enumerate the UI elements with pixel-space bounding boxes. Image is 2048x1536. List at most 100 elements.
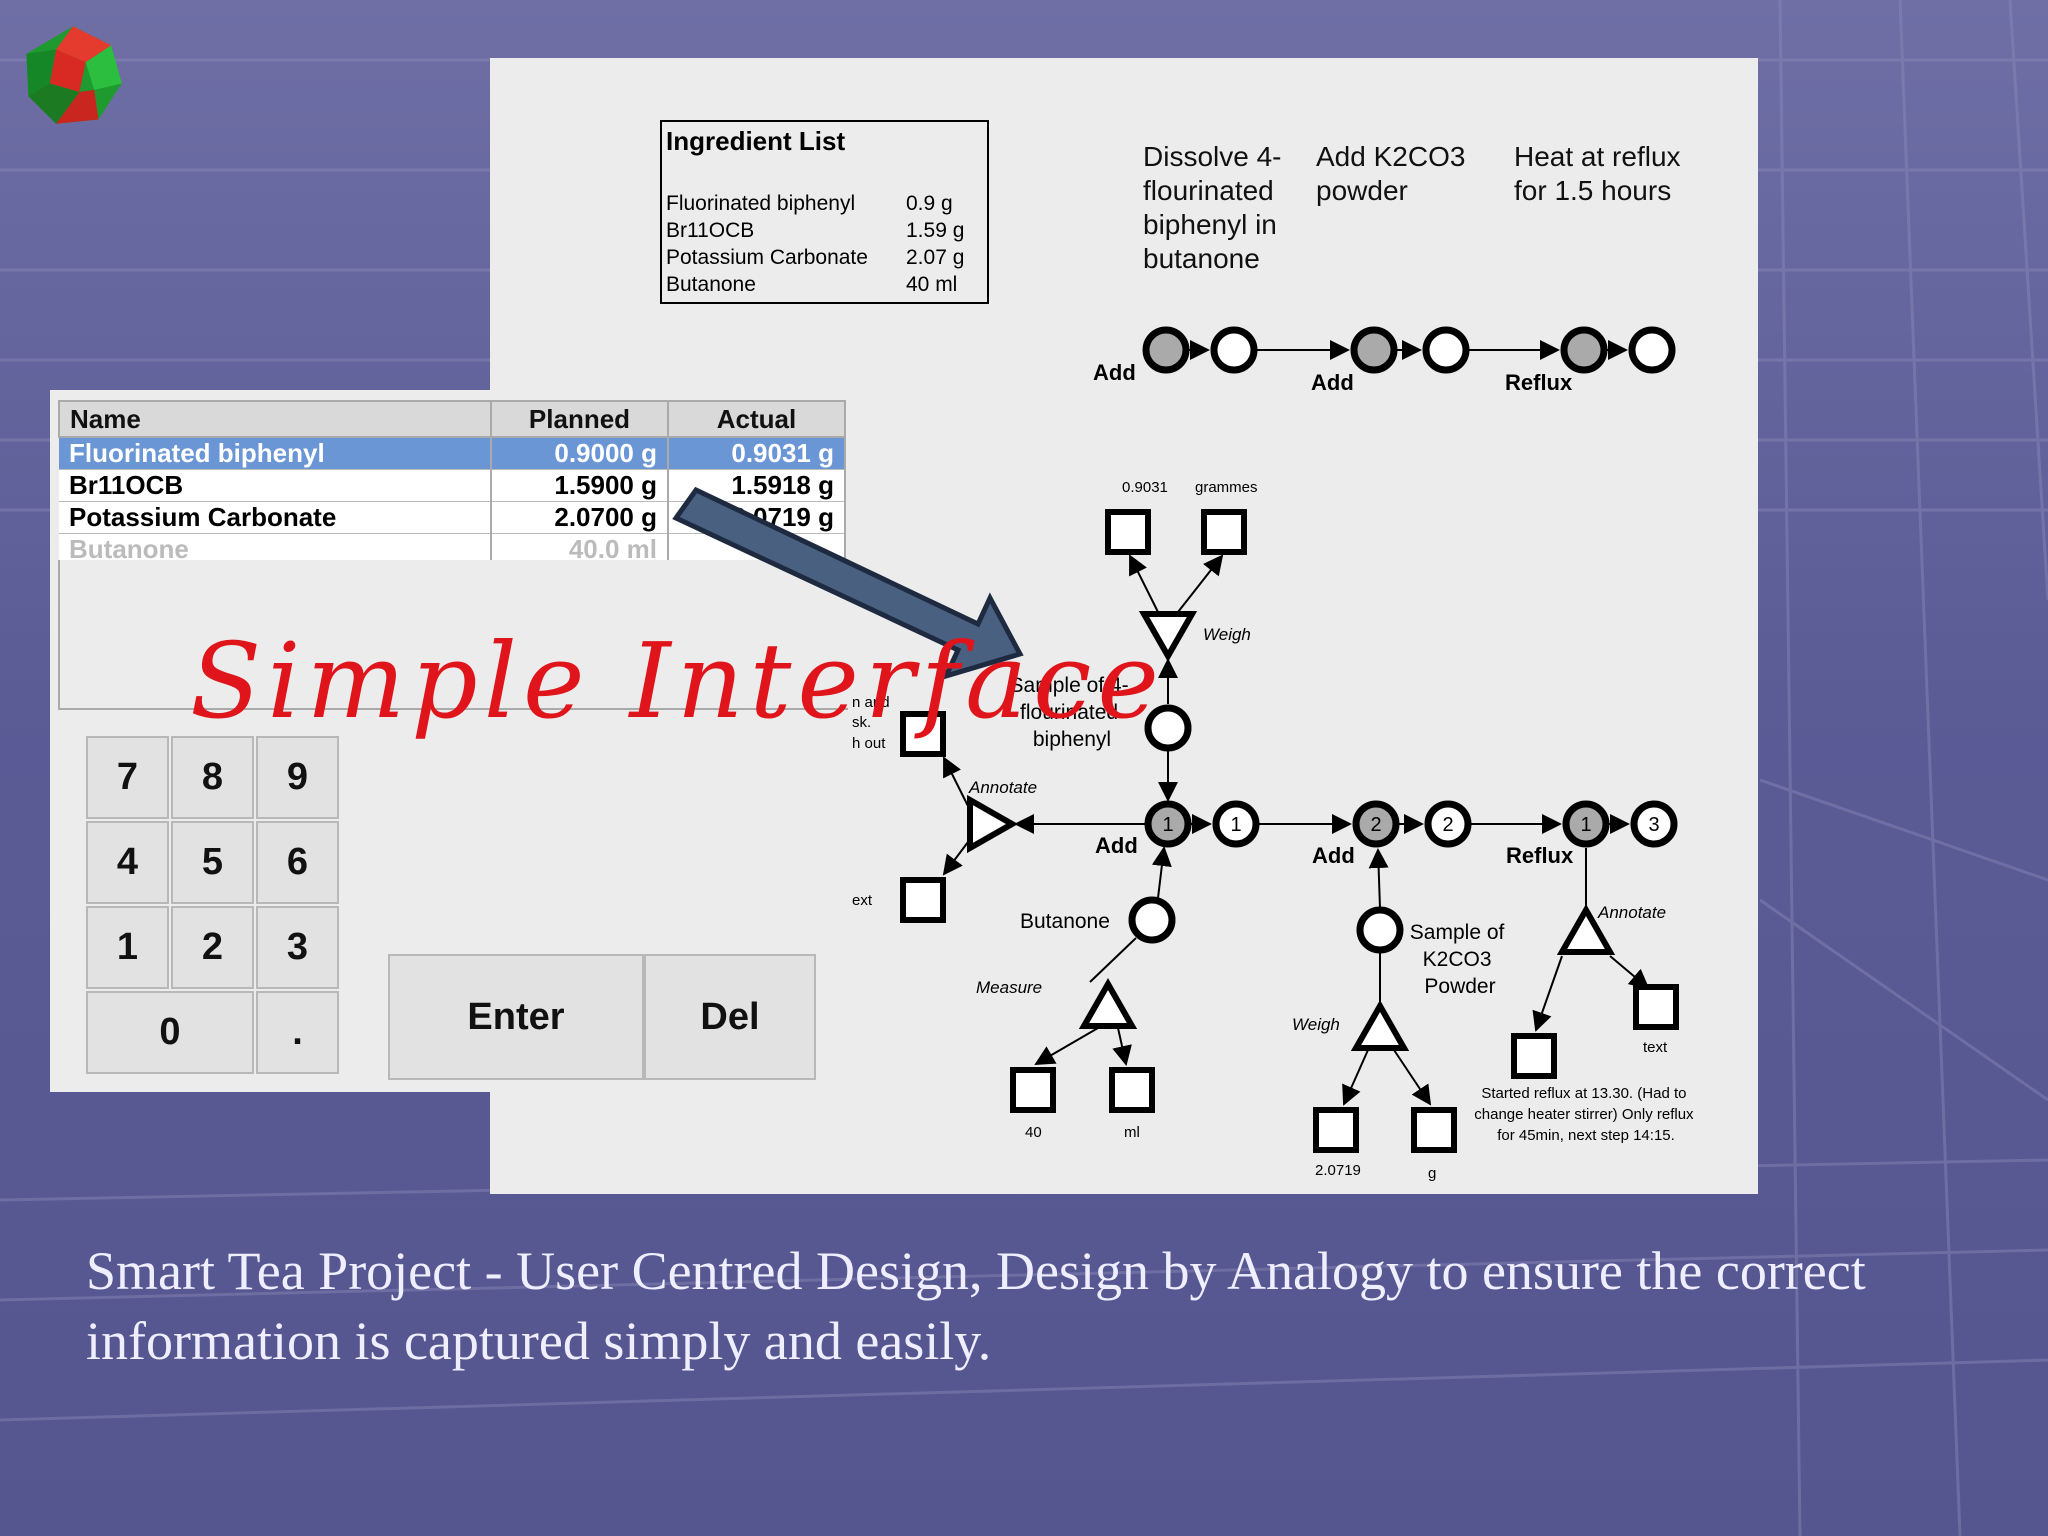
step-1-description: Dissolve 4- flourinated biphenyl in buta… — [1143, 140, 1281, 276]
enter-button[interactable]: Enter — [388, 954, 644, 1080]
ingredient-amount: 1.59 g — [906, 219, 965, 242]
butanone-label: Butanone — [1020, 910, 1110, 933]
exec-reflux-label: Reflux — [1506, 843, 1574, 868]
sample-4f-node — [1144, 704, 1192, 752]
measure-value-box — [1010, 1067, 1056, 1113]
column-header-actual[interactable]: Actual — [667, 400, 846, 438]
ingredient-name: Potassium Carbonate — [666, 246, 868, 269]
row-name: Potassium Carbonate — [59, 501, 492, 534]
exec-add-label: Add — [1312, 843, 1355, 868]
step-2-line: Add K2CO3 — [1316, 141, 1466, 172]
measure-value-label: 40 — [1025, 1124, 1042, 1141]
annotate-text-box — [900, 877, 946, 923]
row-planned: 2.0700 g — [491, 501, 669, 534]
exec-add-label: Add — [1095, 833, 1138, 858]
table-row[interactable]: Potassium Carbonate 2.0700 g 2.0719 g — [59, 501, 846, 534]
annotate-triangle — [967, 794, 1019, 854]
weigh-triangle — [1138, 611, 1198, 663]
row-actual[interactable]: 0.9031 g — [668, 437, 846, 470]
node-number: 1 — [1580, 814, 1591, 836]
arrow-icon — [672, 486, 1024, 680]
slide-caption: Smart Tea Project - User Centred Design,… — [86, 1241, 1866, 1371]
node-number: 1 — [1162, 814, 1173, 836]
exec-result-node — [1424, 800, 1472, 848]
ingredient-amount: 2.07 g — [906, 246, 965, 269]
weigh-label: Weigh — [1203, 625, 1251, 644]
key-decimal[interactable]: . — [256, 991, 339, 1074]
ingredient-list: Ingredient List Fluorinated biphenyl 0.9… — [660, 120, 989, 304]
step-2-line: powder — [1316, 175, 1408, 206]
measure-unit-box — [1109, 1067, 1155, 1113]
node-number: 2 — [1442, 814, 1453, 836]
k2co3-value-box — [1313, 1107, 1359, 1153]
key-4[interactable]: 4 — [86, 821, 169, 904]
annotate-text-label: text — [1643, 1039, 1668, 1056]
k2co3-unit-label: g — [1428, 1165, 1436, 1182]
column-header-planned[interactable]: Planned — [490, 400, 669, 438]
ingredient-name: Butanone — [666, 273, 756, 296]
ingredient-amount: 0.9 g — [906, 192, 953, 215]
key-8[interactable]: 8 — [171, 736, 254, 819]
weigh-k2co3-triangle — [1350, 999, 1410, 1051]
step-1-line: flourinated — [1143, 175, 1274, 206]
annotate-partial-text: ext — [852, 892, 873, 909]
key-0[interactable]: 0 — [86, 991, 254, 1074]
delete-button[interactable]: Del — [644, 954, 816, 1080]
key-2[interactable]: 2 — [171, 906, 254, 989]
k2co3-unit-box — [1411, 1107, 1457, 1153]
table-row[interactable]: Fluorinated biphenyl 0.9000 g 0.9031 g — [59, 437, 846, 470]
node-numbers: 1 1 2 2 1 3 — [1162, 814, 1659, 836]
key-3[interactable]: 3 — [256, 906, 339, 989]
ingredient-list-title: Ingredient List — [666, 126, 846, 156]
ingredient-name: Fluorinated biphenyl — [666, 192, 856, 215]
row-name: Fluorinated biphenyl — [59, 437, 492, 470]
node-number: 2 — [1370, 814, 1381, 836]
step-3-line: for 1.5 hours — [1514, 175, 1672, 206]
key-6[interactable]: 6 — [256, 821, 339, 904]
key-9[interactable]: 9 — [256, 736, 339, 819]
table-empty-area — [58, 560, 848, 710]
weigh-k2co3-label: Weigh — [1292, 1015, 1340, 1034]
butanone-node — [1128, 896, 1176, 944]
row-name: Br11OCB — [59, 469, 492, 502]
k2co3-value-label: 2.0719 — [1315, 1162, 1361, 1179]
key-1[interactable]: 1 — [86, 906, 169, 989]
exec-result-node — [1630, 800, 1678, 848]
handwritten-annotation: Simple Interface — [190, 620, 1165, 742]
column-header-name[interactable]: Name — [58, 400, 492, 438]
exec-add-node — [1144, 800, 1192, 848]
weigh-value-label: 0.9031 — [1122, 479, 1168, 496]
row-planned: 0.9000 g — [491, 437, 669, 470]
weigh-unit-box — [1201, 509, 1247, 555]
step-3-description: Heat at reflux for 1.5 hours — [1514, 140, 1681, 208]
sample-4f-label: Sample of 4- flourinated biphenyl — [1010, 674, 1135, 751]
node-number: 1 — [1230, 814, 1241, 836]
annotate-label: Annotate — [968, 778, 1037, 797]
annotate-right-label: Annotate — [1597, 903, 1666, 922]
step-2-description: Add K2CO3 powder — [1316, 140, 1465, 208]
reflux-note-text: Started reflux at 13.30. (Had to change … — [1474, 1085, 1697, 1144]
ingredient-name: Br11OCB — [666, 219, 755, 242]
plan-add-node — [1142, 326, 1190, 374]
plan-add-node — [1350, 326, 1398, 374]
plan-reflux-label: Reflux — [1505, 370, 1573, 395]
exec-reflux-node — [1562, 800, 1610, 848]
node-number: 3 — [1648, 814, 1659, 836]
measure-triangle — [1078, 977, 1138, 1029]
plan-result-node — [1210, 326, 1258, 374]
logo-icon — [26, 26, 122, 124]
key-7[interactable]: 7 — [86, 736, 169, 819]
key-5[interactable]: 5 — [171, 821, 254, 904]
plan-add-label: Add — [1311, 370, 1354, 395]
exec-add-node — [1352, 800, 1400, 848]
annotate-right-triangle — [1556, 903, 1616, 955]
step-1-line: biphenyl in — [1143, 209, 1277, 240]
plan-reflux-node — [1560, 326, 1608, 374]
annotate-text-box — [900, 711, 946, 757]
plan-result-node — [1628, 326, 1676, 374]
annotate-text-box — [1633, 984, 1679, 1030]
reflux-note-box — [1511, 1033, 1557, 1079]
step-1-line: Dissolve 4- — [1143, 141, 1282, 172]
